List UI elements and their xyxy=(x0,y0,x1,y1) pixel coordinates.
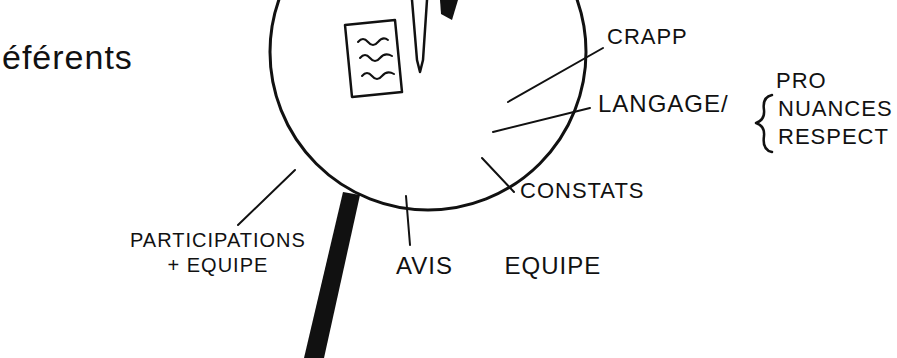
curly-brace xyxy=(756,95,772,152)
scribble-line xyxy=(358,38,388,45)
magnifier-lens xyxy=(270,0,586,210)
leader-line xyxy=(406,196,410,245)
annotation-label: CONSTATS xyxy=(520,180,645,202)
pen-cap xyxy=(440,0,458,20)
annotation-label: RESPECT xyxy=(778,126,889,148)
leader-line xyxy=(482,158,514,192)
annotation-label: PRO xyxy=(776,70,827,92)
annotation-label: AVIS EQUIPE xyxy=(396,254,601,278)
annotation-label: LANGAGE/ xyxy=(598,92,729,116)
pen xyxy=(412,0,427,72)
leader-line xyxy=(508,48,603,102)
scribble-line xyxy=(362,72,394,79)
annotation-label: PARTICIPATIONS + EQUIPE xyxy=(130,228,306,278)
magnifier-handle xyxy=(304,192,360,358)
document-sheet xyxy=(345,20,402,97)
scribble-line xyxy=(360,54,392,61)
leader-line xyxy=(493,108,590,132)
annotation-label: CRAPP xyxy=(607,26,688,48)
leader-line xyxy=(238,170,295,225)
annotation-label: NUANCES xyxy=(778,98,893,120)
annotation-label: éférents xyxy=(2,40,133,74)
